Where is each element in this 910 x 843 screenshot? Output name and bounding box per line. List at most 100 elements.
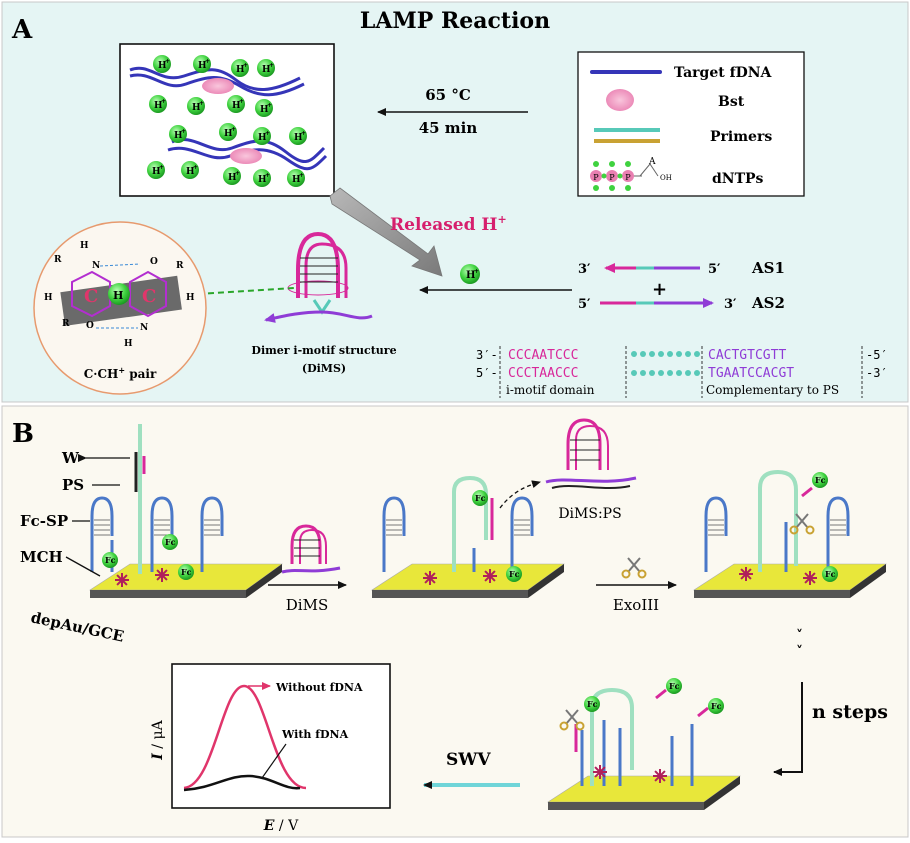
svg-text:H: H [186, 167, 195, 177]
label-with-fdna: With fDNA [281, 728, 349, 741]
spacer-dot [631, 351, 637, 357]
h-ion: H+ [147, 161, 165, 179]
c-ch-pair-inset: C C H H N O R R H H R O N H [33, 221, 207, 395]
label-w: W [61, 449, 80, 467]
released-arrow [329, 187, 443, 277]
h-ion: H+ [181, 161, 199, 179]
svg-text:O: O [150, 257, 158, 267]
svg-text:H: H [260, 105, 269, 115]
scissors-icon [621, 557, 647, 579]
h-ion-group: H+H+H+H+H+H+H+H+H+H+H+H+H+H+H+H+H+ [147, 55, 307, 187]
dims-ps-complex [545, 418, 637, 489]
seq-spacer-dots [631, 351, 700, 376]
svg-text:+: + [299, 172, 304, 179]
dims-reagent [281, 524, 341, 574]
sequence-panel: 3′- CCCAATCCC CACTGTCGTT -5′ 5′- CCCTAAC… [476, 346, 888, 398]
spacer-dot [694, 351, 700, 357]
spacer-dot [685, 370, 691, 376]
svg-text:Fc: Fc [669, 681, 680, 691]
released-label: Released H+ [390, 213, 507, 235]
svg-text:R: R [62, 319, 70, 329]
svg-text:Fc: Fc [711, 701, 722, 711]
svg-text:Fc: Fc [475, 493, 486, 503]
spacer-dot [631, 370, 637, 376]
spacer-dot [658, 370, 664, 376]
svg-text:R: R [54, 255, 62, 265]
label-mch: MCH [20, 548, 63, 566]
spacer-dot [640, 370, 646, 376]
svg-text:OH: OH [660, 174, 672, 182]
svg-text:H: H [124, 339, 133, 349]
spacer-dot [676, 351, 682, 357]
spacer-dot [667, 351, 673, 357]
svg-text:P: P [593, 173, 599, 182]
spacer-dot [649, 370, 655, 376]
svg-text:N: N [92, 261, 100, 271]
dims-label-2: (DiMS) [302, 362, 346, 375]
mch-molecule [115, 573, 129, 587]
h-ion: H+ [187, 97, 205, 115]
h-ion: H+ [227, 95, 245, 113]
spacer-dot [667, 370, 673, 376]
legend-dntps-label: dNTPs [712, 171, 764, 187]
svg-text:H: H [152, 167, 161, 177]
seq-row2-comp: TGAATCCACGT [708, 366, 794, 381]
h-ion: H+ [257, 59, 275, 77]
electrode-final: Fc [546, 687, 741, 810]
imotif-domain-label: i-motif domain [506, 383, 595, 397]
dims-structure [264, 231, 373, 323]
electrode-after-exoiii: Fc [692, 469, 887, 598]
svg-text:H: H [258, 175, 267, 185]
svg-text:+: + [239, 98, 244, 105]
spacer-dot [658, 351, 664, 357]
plus-sign: + [652, 279, 667, 300]
svg-text:H: H [236, 65, 245, 75]
svg-text:H: H [262, 65, 271, 75]
seq-row2-prefix: 5′- [476, 366, 498, 380]
svg-text:H: H [158, 61, 167, 71]
svg-text:H: H [44, 293, 53, 303]
svg-text:+: + [193, 164, 198, 171]
h-ion: H+ [223, 167, 241, 185]
svg-text:O: O [86, 321, 94, 331]
chevron-down-icon: ˅ [796, 628, 803, 644]
n-steps-arrow [773, 682, 803, 776]
h-ion: H+ [253, 169, 271, 187]
legend-dntp-swatch: P P P A OH [590, 157, 672, 191]
graph-y-label: I / μA [150, 719, 166, 760]
svg-text:H: H [186, 293, 195, 303]
c-ch-pair-label: C·CH+ pair [84, 365, 157, 381]
svg-text:Fc: Fc [815, 475, 826, 485]
seq-row1-comp: CACTGTCGTT [708, 348, 786, 363]
svg-text:+: + [165, 58, 170, 65]
h-ion: H+ [287, 169, 305, 187]
label-ps: PS [62, 476, 84, 494]
chevron-down-icon: ˅ [796, 644, 803, 660]
svg-text:3′: 3′ [578, 262, 591, 277]
svg-text:+: + [267, 102, 272, 109]
swv-graph: Without fDNA With fDNA I / μA E / V [150, 663, 391, 834]
complementary-label: Complementary to PS [706, 383, 839, 397]
as2-strand: 5′ 3′ AS2 [578, 294, 785, 312]
svg-text:N: N [140, 323, 148, 333]
seq-row2-imotif: CCCTAACCC [508, 366, 578, 381]
legend-primers-label: Primers [710, 129, 772, 145]
panel-a: A LAMP Reaction H+H+H+H+H+H+H+H+H+H+H+H+… [1, 1, 909, 403]
mch-molecule [653, 769, 667, 783]
svg-text:R: R [176, 261, 184, 271]
curve-without-fdna [183, 684, 307, 790]
spacer-dot [676, 370, 682, 376]
svg-text:H: H [198, 61, 207, 71]
svg-text:H: H [258, 133, 267, 143]
svg-text:+: + [231, 126, 236, 133]
exoiii-step-label: ExoIII [613, 596, 659, 614]
svg-text:H: H [174, 131, 183, 141]
svg-text:H: H [224, 129, 233, 139]
svg-text:+: + [235, 170, 240, 177]
svg-text:Fc: Fc [165, 537, 176, 547]
legend: Target fDNA Bst Primers P P P A OH dNTPs [577, 51, 805, 197]
